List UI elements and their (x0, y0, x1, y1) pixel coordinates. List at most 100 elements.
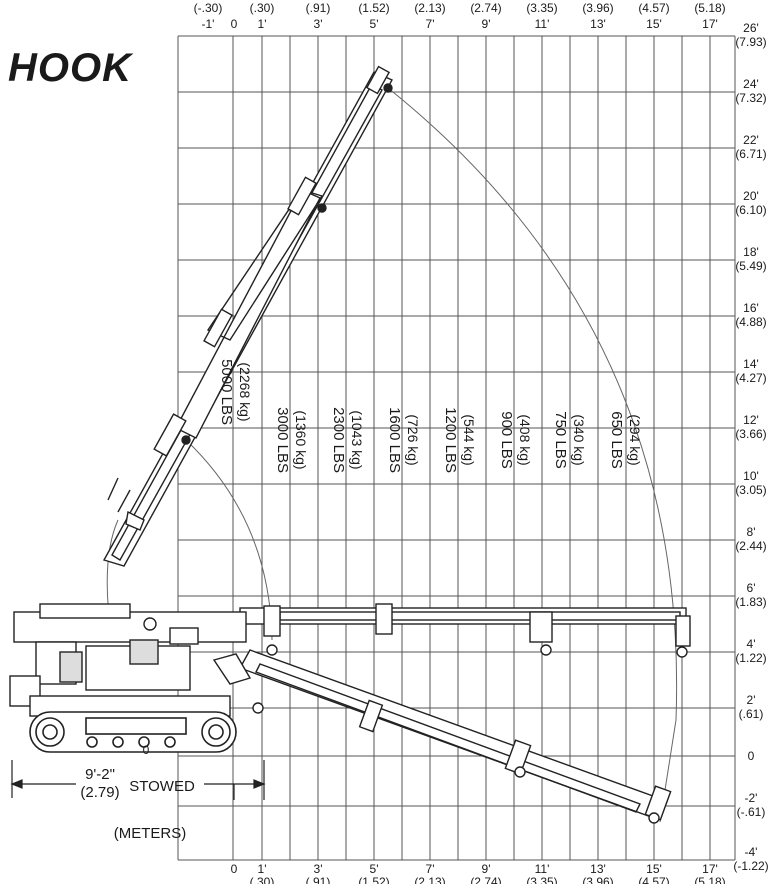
right-axis-meter-label: (-.61) (737, 805, 766, 819)
crane-track (29, 711, 237, 753)
right-axis-feet-label: -2' (745, 791, 758, 805)
load-zone-lbs: 1200 LBS (442, 407, 459, 473)
load-zone-kg: (408 kg) (517, 414, 533, 465)
top-axis-feet-label: 0 (231, 17, 238, 31)
chart-title: HOOK (8, 46, 132, 90)
load-zone-label: 1600 LBS(726 kg) (386, 407, 421, 473)
top-axis-meter-label: (2.74) (470, 1, 501, 15)
right-axis-meter-label: (1.22) (735, 651, 766, 665)
top-axis-feet-label: 13' (590, 17, 606, 31)
right-axis-feet-label: 0 (748, 749, 755, 763)
bottom-axis-feet-label: 5' (370, 862, 379, 876)
crane-chassis (9, 603, 247, 717)
top-axis-feet-label: 9' (482, 17, 491, 31)
load-zone-kg: (340 kg) (571, 414, 587, 465)
stowed-label: STOWED (129, 778, 195, 795)
load-zone-lbs: 1600 LBS (386, 407, 403, 473)
bottom-axis-feet-label: 1' (258, 862, 267, 876)
load-zone-label: 900 LBS(408 kg) (498, 411, 533, 469)
right-axis-feet-label: 20' (743, 189, 759, 203)
right-axis-meter-label: (-1.22) (733, 859, 768, 873)
bottom-axis-meter-label: (.91) (306, 875, 331, 884)
top-axis-meter-label: (1.52) (358, 1, 389, 15)
right-axis-feet-label: 8' (747, 525, 756, 539)
bottom-axis-meter-label: (2.74) (470, 875, 501, 884)
right-axis-meter-label: (2.44) (735, 539, 766, 553)
right-axis-feet-label: 14' (743, 357, 759, 371)
top-axis-feet-label: 15' (646, 17, 662, 31)
right-axis-feet-label: 22' (743, 133, 759, 147)
top-axis-meter-label: (.91) (306, 1, 331, 15)
chassis-mark: 0 (143, 743, 150, 757)
stowed-dimension (10, 760, 266, 800)
bottom-axis-feet-label: 7' (426, 862, 435, 876)
load-zone-label: 1200 LBS(544 kg) (442, 407, 477, 473)
bottom-axis-meter-label: (3.96) (582, 875, 613, 884)
load-zone-lbs: 5000 LBS (218, 359, 235, 425)
working-range-arc (387, 87, 678, 823)
right-axis-feet-label: 16' (743, 301, 759, 315)
load-zone-label: 5000 LBS(2268 kg) (218, 359, 253, 425)
right-axis-meter-label: (1.83) (735, 595, 766, 609)
top-axis-meter-label: (.30) (250, 1, 275, 15)
right-axis-feet-label: 18' (743, 245, 759, 259)
stowed-length-ft: 9'-2" (85, 766, 115, 783)
right-axis-feet-label: 10' (743, 469, 759, 483)
load-zone-kg: (1043 kg) (349, 410, 365, 469)
bottom-axis-meter-label: (2.13) (414, 875, 445, 884)
bottom-axis-meter-label: (5.18) (694, 875, 725, 884)
top-axis-feet-label: 5' (370, 17, 379, 31)
load-zone-kg: (294 kg) (627, 414, 643, 465)
top-axis-feet-label: 11' (535, 17, 550, 31)
bottom-axis-feet-label: 3' (314, 862, 323, 876)
load-zone-lbs: 750 LBS (552, 411, 569, 469)
load-zone-kg: (726 kg) (405, 414, 421, 465)
load-zone-label: 650 LBS(294 kg) (608, 411, 643, 469)
top-axis-feet-label: -1' (202, 17, 215, 31)
right-axis-meter-label: (6.71) (735, 147, 766, 161)
top-axis-meter-label: (5.18) (694, 1, 725, 15)
load-zone-kg: (1360 kg) (293, 410, 309, 469)
right-axis-meter-label: (4.88) (735, 315, 766, 329)
right-axis-feet-label: 2' (747, 693, 756, 707)
load-zone-lbs: 2300 LBS (330, 407, 347, 473)
top-axis-meter-label: (3.96) (582, 1, 613, 15)
top-axis-meter-label: (4.57) (638, 1, 669, 15)
top-axis-feet-label: 7' (426, 17, 435, 31)
load-zone-kg: (544 kg) (461, 414, 477, 465)
bottom-axis-feet-label: 15' (646, 862, 662, 876)
top-axis-feet-label: 17' (702, 17, 718, 31)
right-axis-feet-label: 12' (743, 413, 759, 427)
load-zone-labels: 5000 LBS(2268 kg)3000 LBS(1360 kg)2300 L… (218, 359, 643, 473)
boom-horizontal (239, 603, 691, 658)
right-axis-meter-label: (5.49) (735, 259, 766, 273)
stowed-length-m: (2.79) (80, 784, 119, 801)
bottom-axis-feet-label: 9' (482, 862, 491, 876)
bottom-axis-meter-label: (1.52) (358, 875, 389, 884)
right-axis-feet-label: 26' (743, 21, 759, 35)
top-axis-meter-label: (3.35) (526, 1, 557, 15)
right-axis-feet-label: 4' (747, 637, 756, 651)
top-axis-meter-label: (2.13) (414, 1, 445, 15)
load-zone-kg: (2268 kg) (237, 362, 253, 421)
bottom-axis-meter-label: (3.35) (526, 875, 557, 884)
right-axis-feet-label: -4' (745, 845, 758, 859)
top-axis-feet-label: 1' (258, 17, 267, 31)
bottom-axis-meter-label: (4.57) (638, 875, 669, 884)
right-axis-meter-label: (7.93) (735, 35, 766, 49)
right-axis-feet-label: 6' (747, 581, 756, 595)
bottom-axis-feet-label: 11' (535, 862, 550, 876)
load-zone-lbs: 650 LBS (608, 411, 625, 469)
right-axis-meter-label: (7.32) (735, 91, 766, 105)
right-axis-feet-label: 24' (743, 77, 759, 91)
right-axis-meter-label: (.61) (739, 707, 764, 721)
load-zone-label: 750 LBS(340 kg) (552, 411, 587, 469)
right-axis-meter-label: (3.66) (735, 427, 766, 441)
bottom-axis-feet-label: 17' (702, 862, 718, 876)
right-axis-meter-label: (3.05) (735, 483, 766, 497)
top-axis-meter-label: (-.30) (194, 1, 223, 15)
right-axis-meter-label: (4.27) (735, 371, 766, 385)
axis-labels: (-.30) (.30) (.91) (1.52) (2.13) (2.74) (3.35)… (194, 1, 769, 884)
